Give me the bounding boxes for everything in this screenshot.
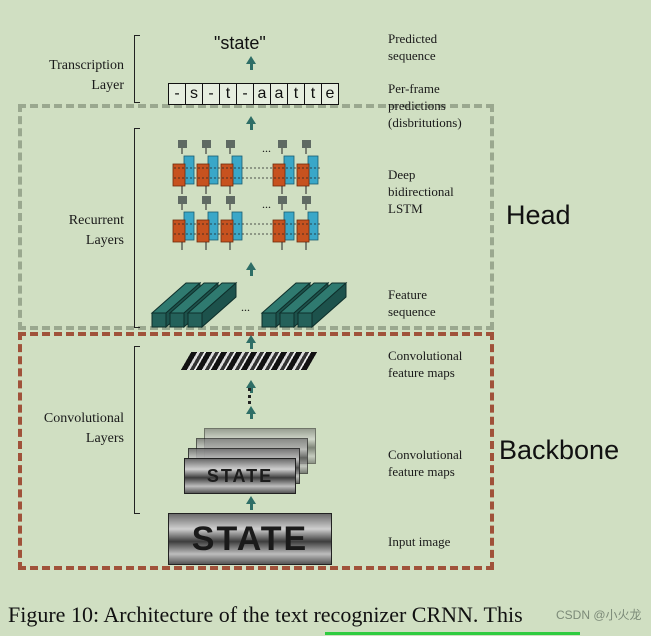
arrow-conv-2	[246, 406, 256, 419]
lstm-cell-block	[172, 219, 186, 243]
lstm-state-block	[183, 211, 195, 241]
lstm-dots-bottom: ...	[262, 197, 271, 211]
lstm-cell-block	[296, 163, 310, 187]
input-image: STATE	[168, 513, 332, 565]
frame-cell: -	[168, 83, 186, 105]
figure-caption: Figure 10: Architecture of the text reco…	[8, 602, 523, 627]
caption-highlight-bar	[325, 632, 580, 635]
input-image-label: Input image	[388, 534, 451, 549]
lstm-state-block	[307, 155, 319, 185]
lstm-output-node	[278, 140, 287, 148]
lstm-state-block	[183, 155, 195, 185]
feature-block-side	[201, 281, 237, 329]
lstm-output-node	[202, 196, 211, 204]
backbone-label: Backbone	[499, 435, 620, 465]
lstm-output-node	[302, 140, 311, 148]
lstm-output-node	[302, 196, 311, 204]
lstm-state-block	[207, 211, 219, 241]
lstm-state-block	[283, 211, 295, 241]
frame-cell: t	[287, 83, 305, 105]
lstm-state-block	[207, 155, 219, 185]
conv-feature-maps-stack: STATE	[184, 428, 316, 494]
stack-image-word: STATE	[206, 466, 274, 486]
lstm-dots-top: ...	[262, 141, 271, 155]
frame-cell: t	[304, 83, 322, 105]
lstm-state-block	[231, 155, 243, 185]
feature-sequence-blocks: ...	[150, 281, 348, 329]
frame-cell: s	[185, 83, 203, 105]
arrow-to-predicted	[246, 56, 256, 70]
input-image-word: STATE	[191, 520, 309, 558]
lstm-state-block	[231, 211, 243, 241]
feature-block-front	[169, 312, 185, 328]
lstm-cell-block	[172, 163, 186, 187]
feature-block-front	[297, 312, 313, 328]
lstm-cell-block	[296, 219, 310, 243]
backbone-frame	[18, 332, 494, 570]
lstm-state-block	[283, 155, 295, 185]
feature-dots: ...	[241, 300, 250, 314]
frame-cell: -	[236, 83, 254, 105]
transcription-bracket	[134, 35, 140, 103]
conv-feature-maps-thin	[180, 352, 318, 370]
feature-block-front	[279, 312, 295, 328]
lstm-output-node	[278, 196, 287, 204]
recurrent-bracket	[134, 128, 140, 328]
head-frame	[18, 104, 494, 330]
lstm-diagram: ... ...	[172, 140, 320, 250]
frame-cell: t	[219, 83, 237, 105]
lstm-cell-block	[272, 219, 286, 243]
head-label: Head	[506, 200, 571, 230]
convolutional-bracket	[134, 346, 140, 514]
arrow-conv-1	[246, 380, 256, 393]
lstm-output-node	[226, 196, 235, 204]
arrow-to-feature-seq	[246, 335, 256, 349]
lstm-cell-block	[196, 163, 210, 187]
feature-block-front	[151, 312, 167, 328]
frame-cell: a	[270, 83, 288, 105]
predicted-text: "state"	[214, 33, 266, 53]
lstm-cell-block	[272, 163, 286, 187]
lstm-output-node	[178, 140, 187, 148]
lstm-cell-block	[196, 219, 210, 243]
feature-block-front	[187, 312, 203, 328]
lstm-output-node	[202, 140, 211, 148]
watermark: CSDN @小火龙	[556, 608, 642, 622]
frame-cell: e	[321, 83, 339, 105]
arrow-to-conv-maps	[246, 496, 256, 510]
ellipsis-dots	[248, 388, 254, 404]
frame-cell: -	[202, 83, 220, 105]
frame-cell: a	[253, 83, 271, 105]
arrow-to-lstm	[246, 262, 256, 276]
lstm-state-block	[307, 211, 319, 241]
lstm-cell-block	[220, 163, 234, 187]
feature-block-side	[311, 281, 347, 329]
feature-block-front	[261, 312, 277, 328]
lstm-output-node	[226, 140, 235, 148]
arrow-to-frames	[246, 116, 256, 130]
lstm-output-node	[178, 196, 187, 204]
lstm-cell-block	[220, 219, 234, 243]
